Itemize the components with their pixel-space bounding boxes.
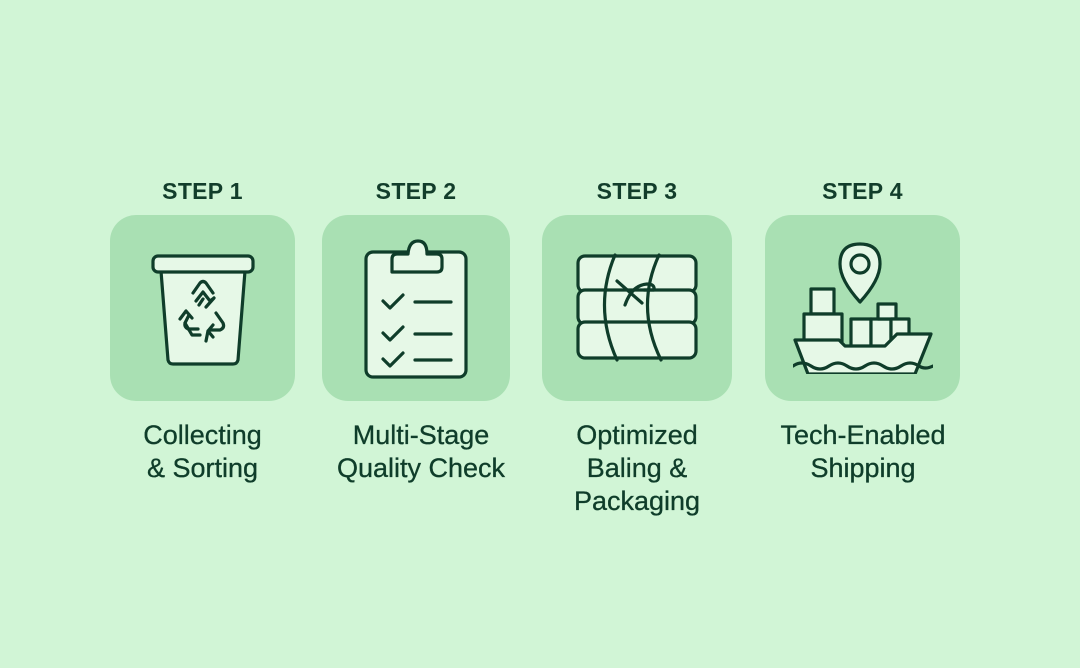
step-3-label: Optimized Baling & Packaging: [573, 420, 701, 516]
step-1-card: [110, 215, 295, 401]
recycle-bin-icon: [150, 254, 255, 366]
step-4-card: [765, 215, 960, 401]
step-2-title: STEP 2: [375, 178, 457, 204]
step-3-title: STEP 3: [596, 178, 678, 204]
step-4-title: STEP 4: [822, 178, 903, 204]
clipboard-checklist-icon: [364, 239, 468, 379]
step-4-label: Tech-Enabled Shipping: [780, 420, 946, 483]
cargo-ship-location-icon: [792, 242, 933, 374]
step-1: STEP 1 Collecting & Sorting: [0, 0, 404, 668]
step-2-label: Multi-Stage Quality Check: [336, 420, 506, 483]
step-3-card: [542, 215, 732, 401]
step-1-label: Collecting & Sorting: [143, 420, 262, 483]
step-1-title: STEP 1: [162, 178, 243, 204]
step-2-card: [322, 215, 510, 401]
bale-package-icon: [576, 253, 698, 362]
